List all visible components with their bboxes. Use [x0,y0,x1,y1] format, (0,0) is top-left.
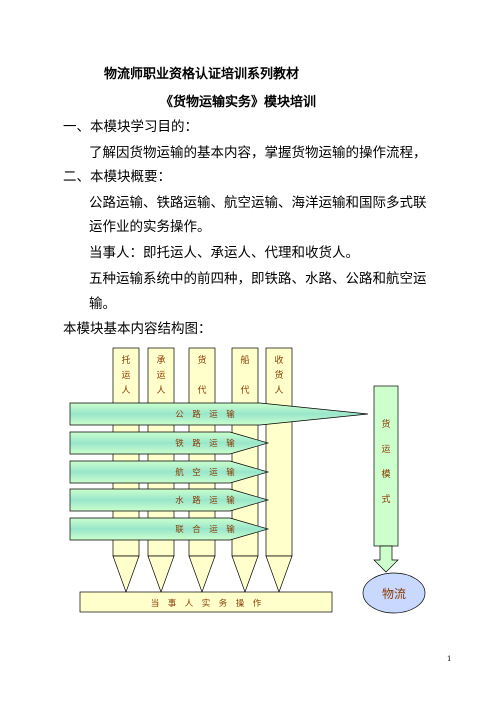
party-char: 运 [121,370,130,381]
logistics-label: 物流 [382,587,406,601]
party-char: 船 [240,354,249,366]
transport-mode-label: 联 合 运 输 [175,524,235,535]
party-column-4 [265,347,293,557]
para3-line1: 五种运输系统中的前四种，即铁路、水路、公路和航空运 [89,271,427,287]
party-triangle-0 [112,555,140,594]
down-arrow-icon [373,545,399,573]
party-char: 运 [156,370,165,381]
section2-heading: 二、本模块概要： [63,169,171,185]
section1-text: 了解因货物运输的基本内容，掌握货物运输的操作流程， [89,145,427,161]
party-char: 人 [274,385,283,396]
transport-arrow-3 [69,488,270,512]
transport-arrow-2 [69,460,270,484]
para1-line1: 公路运输、铁路运输、航空运输、海洋运输和国际多式联 [89,195,427,211]
party-triangle-2 [188,555,216,594]
doc-title-module: 《货物运输实务》模块培训 [160,95,317,110]
transport-mode-label: 航 空 运 输 [175,467,235,478]
transport-mode-label: 铁 路 运 输 [175,438,235,449]
transport-mode-label: 水 路 运 输 [175,495,235,506]
transport-arrow-0 [69,402,369,426]
party-char: 代 [240,385,249,396]
party-char: 收 [274,354,283,366]
page-number: 1 [447,655,452,663]
para3-line2: 输。 [89,296,116,312]
operations-bar-label: 当 事 人 实 务 操 作 [151,598,262,609]
para2: 当事人：即托运人、承运人、代理和收货人。 [89,245,359,261]
section1-heading: 一、本模块学习目的： [63,119,198,135]
diagram-caption: 本模块基本内容结构图： [63,321,212,337]
party-char: 人 [121,385,130,396]
mode-panel-char: 模 [381,469,390,480]
transport-mode-label: 公 路 运 输 [175,409,235,420]
party-char: 人 [156,385,165,396]
mode-panel-char: 式 [381,493,390,505]
party-triangle-4 [265,555,293,594]
party-triangle-1 [147,555,175,594]
mode-panel-char: 货 [381,418,390,430]
doc-title-series: 物流师职业资格认证培训系列教材 [104,67,300,82]
operations-bar [79,591,333,613]
party-char: 承 [156,355,165,366]
transport-arrow-4 [69,517,270,541]
party-char: 代 [197,385,206,396]
transport-arrow-1 [69,431,270,455]
para1-line2: 运作业的实务操作。 [89,219,211,235]
party-char: 货 [197,354,206,366]
logistics-oval [362,572,426,614]
mode-panel [373,385,399,547]
party-char: 货 [274,369,283,381]
party-triangle-3 [231,555,259,594]
mode-panel-char: 运 [381,444,390,455]
party-char: 托 [121,354,130,366]
